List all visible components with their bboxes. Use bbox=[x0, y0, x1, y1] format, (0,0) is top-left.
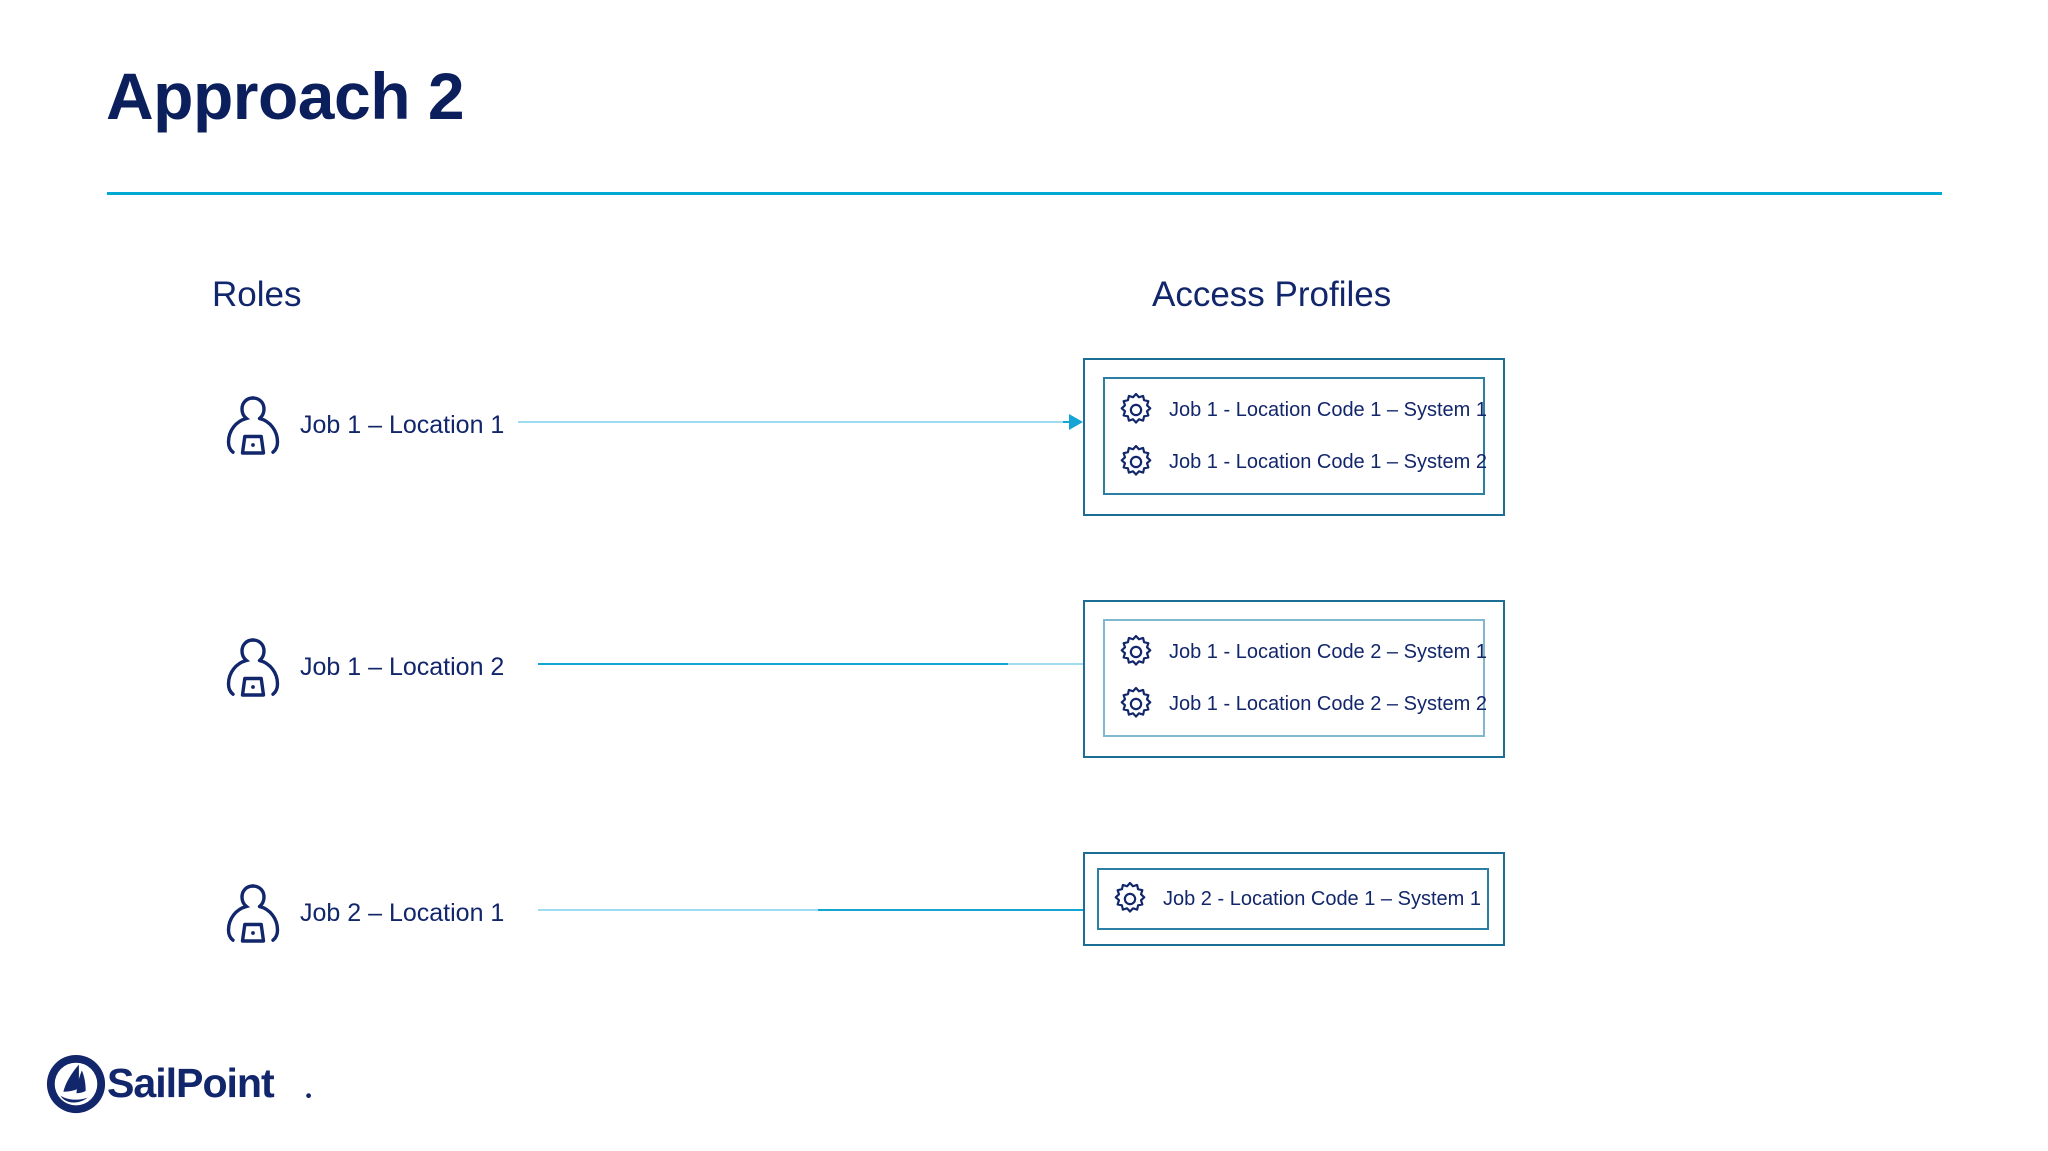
access-profile-label: Job 1 - Location Code 2 – System 2 bbox=[1169, 693, 1487, 715]
access-profile-label: Job 1 - Location Code 1 – System 2 bbox=[1169, 451, 1487, 473]
access-profile-item[interactable]: Job 1 - Location Code 2 – System 2 bbox=[1117, 685, 1487, 723]
gear-icon bbox=[1120, 634, 1152, 666]
mapping-row: Job 1 – Location 2 Job 1 - Location Code… bbox=[0, 600, 2048, 772]
connector-segment bbox=[538, 663, 1008, 665]
mapping-row: Job 2 – Location 1 Job 2 - Location Code… bbox=[0, 852, 2048, 1020]
column-header-roles: Roles bbox=[212, 275, 302, 314]
svg-text:SailPoint: SailPoint bbox=[107, 1060, 275, 1106]
gear-icon bbox=[1120, 686, 1152, 718]
access-profile-item[interactable]: Job 2 - Location Code 1 – System 1 bbox=[1111, 880, 1487, 918]
access-profile-label: Job 1 - Location Code 1 – System 1 bbox=[1169, 399, 1487, 421]
connector-segment bbox=[538, 909, 818, 911]
title-divider bbox=[107, 192, 1942, 195]
role-label: Job 2 – Location 1 bbox=[300, 898, 505, 927]
person-laptop-icon bbox=[226, 396, 280, 455]
mapping-row: Job 1 – Location 1 Job 1 - Location Code… bbox=[0, 358, 2048, 532]
access-profile-inner-box: Job 2 - Location Code 1 – System 1 bbox=[1097, 868, 1489, 930]
access-profile-item[interactable]: Job 1 - Location Code 1 – System 1 bbox=[1117, 391, 1487, 429]
role-block[interactable]: Job 1 – Location 2 bbox=[222, 634, 504, 700]
connector-arrow bbox=[538, 652, 1103, 676]
role-label: Job 1 – Location 2 bbox=[300, 652, 505, 681]
gear-icon bbox=[1120, 392, 1152, 424]
gear-icon bbox=[1114, 881, 1146, 913]
connector-segment bbox=[1008, 663, 1093, 665]
gear-icon bbox=[1120, 444, 1152, 476]
connector-segment bbox=[1063, 421, 1073, 423]
connector-segment bbox=[518, 421, 1063, 423]
access-profile-inner-box: Job 1 - Location Code 2 – System 1 Job 1… bbox=[1103, 619, 1487, 737]
access-profile-label: Job 2 - Location Code 1 – System 1 bbox=[1163, 888, 1481, 910]
connector-segment bbox=[818, 909, 1093, 911]
access-profile-group[interactable]: Job 2 - Location Code 1 – System 1 bbox=[1083, 852, 1505, 946]
role-block[interactable]: Job 1 – Location 1 bbox=[222, 392, 504, 458]
access-profile-label: Job 1 - Location Code 2 – System 1 bbox=[1169, 641, 1487, 663]
role-label: Job 1 – Location 1 bbox=[300, 410, 505, 439]
access-profile-inner-box: Job 1 - Location Code 1 – System 1 Job 1… bbox=[1103, 377, 1487, 495]
page-title: Approach 2 bbox=[106, 59, 465, 133]
sailpoint-wordmark: SailPoint bbox=[107, 1060, 311, 1106]
sailpoint-sail-logo-icon bbox=[46, 1054, 106, 1114]
connector-arrow bbox=[518, 410, 1083, 434]
connector-arrow bbox=[538, 898, 1103, 922]
column-header-access-profiles: Access Profiles bbox=[1152, 275, 1392, 314]
sailpoint-logo: SailPoint bbox=[45, 1053, 381, 1115]
person-laptop-icon bbox=[226, 884, 280, 943]
access-profile-group[interactable]: Job 1 - Location Code 1 – System 1 Job 1… bbox=[1083, 358, 1505, 516]
arrow-right-icon bbox=[1069, 414, 1083, 430]
access-profile-item[interactable]: Job 1 - Location Code 1 – System 2 bbox=[1117, 443, 1487, 481]
access-profile-group[interactable]: Job 1 - Location Code 2 – System 1 Job 1… bbox=[1083, 600, 1505, 758]
role-block[interactable]: Job 2 – Location 1 bbox=[222, 880, 504, 946]
person-laptop-icon bbox=[226, 638, 280, 697]
access-profile-item[interactable]: Job 1 - Location Code 2 – System 1 bbox=[1117, 633, 1487, 671]
